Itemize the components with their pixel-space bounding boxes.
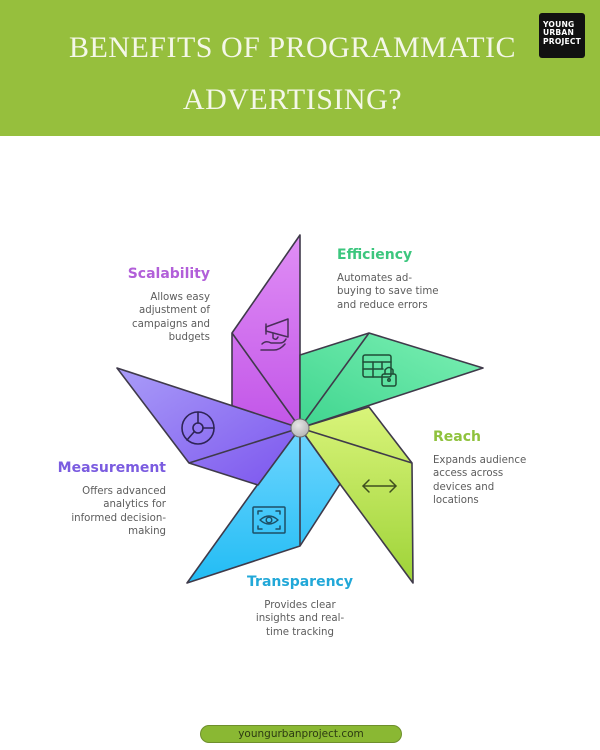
description-line: access across <box>433 468 504 480</box>
benefit-description: Offers advanced analytics for informed d… <box>56 485 166 539</box>
header-banner: BENEFITS OF PROGRAMMATIC ADVERTISING? YO… <box>0 0 600 136</box>
logo-line-2: URBAN <box>543 28 575 38</box>
blade-measurement <box>116 367 301 486</box>
benefit-scalability: Scalability Allows easy adjustment of ca… <box>100 266 210 345</box>
description-line: Expands audience <box>433 455 527 466</box>
megaphone-hand-icon <box>260 318 289 351</box>
benefit-transparency: Transparency Provides clear insights and… <box>240 574 360 639</box>
description-line: informed decision- <box>71 512 166 524</box>
benefit-description: Provides clear insights and real- time t… <box>240 599 360 639</box>
benefit-title: Scalability <box>127 266 210 282</box>
title-line-1: BENEFITS OF PROGRAMMATIC <box>68 31 517 64</box>
description-line: devices and <box>433 481 495 493</box>
benefit-title: Measurement <box>57 460 166 476</box>
arrows-horizontal-icon <box>362 479 397 493</box>
eye-scan-icon <box>252 506 286 534</box>
website-url-badge[interactable]: youngurbanproject.com <box>200 725 402 743</box>
description-line: analytics for <box>103 499 166 511</box>
benefit-description: Expands audience access across devices a… <box>433 454 553 508</box>
benefit-description: Allows easy adjustment of campaigns and … <box>100 291 210 345</box>
description-line: Automates ad- <box>337 273 413 284</box>
description-line: buying to save time <box>337 286 439 298</box>
description-line: Allows easy <box>150 292 210 303</box>
description-line: campaigns and <box>132 318 210 330</box>
benefit-title: Transparency <box>247 574 353 590</box>
description-line: adjustment of <box>139 305 210 317</box>
description-line: time tracking <box>266 626 334 638</box>
benefit-efficiency: Efficiency Automates ad- buying to save … <box>337 247 467 312</box>
description-line: Offers advanced <box>82 486 166 497</box>
page-title: BENEFITS OF PROGRAMMATIC ADVERTISING? <box>0 22 585 126</box>
benefit-description: Automates ad- buying to save time and re… <box>337 272 467 312</box>
benefit-measurement: Measurement Offers advanced analytics fo… <box>56 460 166 539</box>
description-line: insights and real- <box>255 613 345 625</box>
benefit-reach: Reach Expands audience access across dev… <box>433 429 553 508</box>
description-line: budgets <box>168 332 210 344</box>
hub-circle <box>290 418 310 438</box>
blade-efficiency <box>299 332 484 429</box>
young-urban-project-logo: YOUNG URBAN PROJECT <box>539 13 585 58</box>
description-line: making <box>128 526 166 538</box>
table-lock-icon <box>362 354 397 387</box>
benefit-title: Reach <box>433 429 481 445</box>
description-line: and reduce errors <box>337 299 428 311</box>
logo-line-3: PROJECT <box>543 36 582 46</box>
benefit-title: Efficiency <box>337 247 413 263</box>
title-line-2: ADVERTISING? <box>182 83 403 116</box>
description-line: Provides clear <box>264 600 336 611</box>
logo-line-1: YOUNG <box>543 20 575 29</box>
donut-chart-icon <box>181 411 215 445</box>
description-line: locations <box>433 495 479 507</box>
